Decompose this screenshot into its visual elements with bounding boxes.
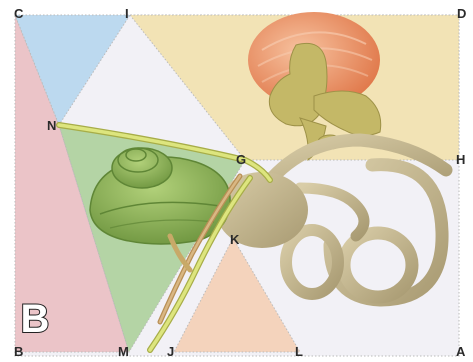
label-point-a: A <box>456 345 465 358</box>
label-point-k: K <box>230 233 239 246</box>
label-point-j: J <box>167 345 174 358</box>
label-point-l: L <box>295 345 303 358</box>
label-point-d: D <box>457 7 466 20</box>
panel-letter: B <box>12 296 58 342</box>
label-point-m: M <box>118 345 129 358</box>
label-point-h: H <box>456 153 465 166</box>
label-point-i: I <box>125 7 129 20</box>
label-point-b: B <box>14 345 23 358</box>
label-point-g: G <box>236 153 246 166</box>
label-point-n: N <box>47 119 56 132</box>
label-point-c: C <box>14 7 23 20</box>
